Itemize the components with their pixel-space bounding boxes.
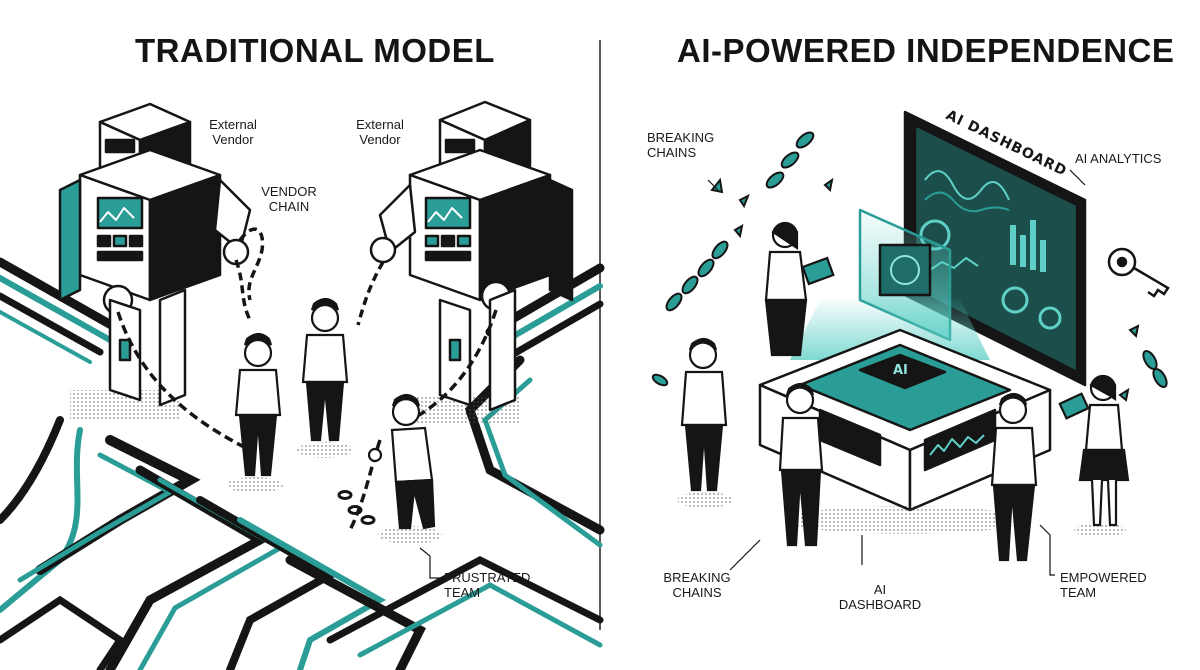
robot-vendor-left xyxy=(58,102,252,420)
vendor-chains xyxy=(116,227,498,531)
label-external-vendor-left: External Vendor xyxy=(209,117,257,147)
label-breaking-chains-top: BREAKING CHAINS xyxy=(647,130,715,160)
robot-vendor-right xyxy=(369,100,574,423)
ai-chip-text: AI xyxy=(893,363,908,378)
label-ai-analytics: AI ANALYTICS xyxy=(1075,151,1162,166)
label-vendor-chain: VENDOR CHAIN xyxy=(261,184,317,214)
empowered-team-figures xyxy=(677,221,1130,562)
label-breaking-chains-bottom: BREAKING CHAINS xyxy=(663,570,731,600)
key-icon xyxy=(1107,247,1170,298)
label-external-vendor-right: External Vendor xyxy=(356,117,404,147)
right-panel-title: AI-POWERED INDEPENDENCE xyxy=(677,32,1175,69)
label-frustrated-team: FRUSTRATED TEAM xyxy=(444,570,531,600)
left-panel-title: TRADITIONAL MODEL xyxy=(135,32,495,69)
right-leader-lines xyxy=(707,169,1086,576)
label-empowered-team: EMPOWERED TEAM xyxy=(1060,570,1147,600)
broken-links xyxy=(337,490,376,525)
frustrated-team-figures xyxy=(227,297,442,544)
label-ai-dashboard: AI DASHBOARD xyxy=(838,582,922,612)
left-leader-lines xyxy=(419,547,440,579)
left-circuit-traces xyxy=(0,257,605,670)
breaking-chain-pieces xyxy=(651,131,1168,402)
ai-hub-platform xyxy=(758,208,1052,534)
